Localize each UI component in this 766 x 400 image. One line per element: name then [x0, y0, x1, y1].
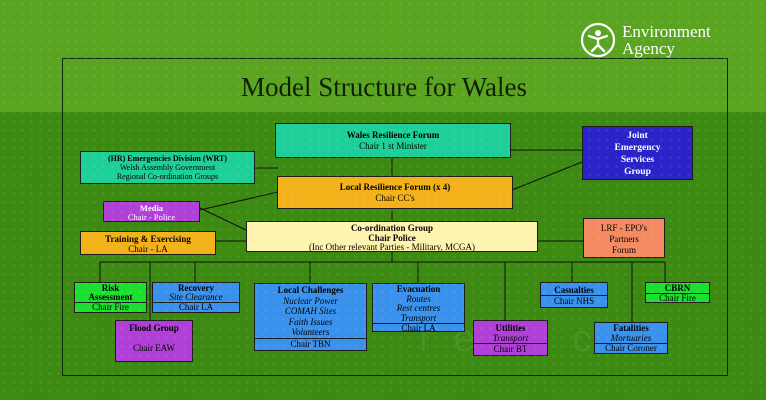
- node-title: Local Challenges: [277, 285, 344, 295]
- node-item: Transport: [400, 312, 437, 323]
- node-fatalities[interactable]: Fatalities Mortuaries Chair Coroner: [594, 322, 668, 354]
- node-line: (Inc Other relevant Parties - Military, …: [308, 242, 476, 252]
- node-line: Regional Co-ordination Groups: [116, 172, 219, 181]
- node-chair: Chair LA: [373, 323, 464, 331]
- node-title: Training & Exercising: [105, 234, 191, 244]
- node-title: Media: [139, 203, 164, 213]
- page-title: Model Structure for Wales: [240, 72, 527, 102]
- node-item: Nuclear Power: [283, 295, 338, 306]
- node-title: Risk: [101, 283, 120, 293]
- node-title: Fatalities: [613, 323, 649, 333]
- node-item: Routes: [406, 293, 431, 304]
- node-line: Joint: [627, 131, 648, 141]
- node-chair: Chair NHS: [541, 295, 607, 306]
- node-chair: Chair - LA: [128, 244, 168, 254]
- node-item: Volunteers: [291, 327, 330, 337]
- node-chair: Chair - Police: [127, 212, 176, 222]
- node-chair: Chair Coroner: [595, 343, 667, 353]
- node-utilities[interactable]: Utilities Transport Chair BT: [473, 320, 548, 356]
- node-recovery[interactable]: Recovery Site Clearance Chair LA: [152, 282, 240, 313]
- node-chair: Chair Fire: [646, 293, 709, 302]
- node-title: Local Resilience Forum (x 4): [339, 182, 451, 192]
- node-title: Evacuation: [396, 284, 441, 294]
- node-lrf-epos-partners-forum[interactable]: LRF - EPO's Partners Forum: [583, 218, 665, 258]
- agency-emblem-icon: [580, 22, 616, 58]
- node-hr-emergencies-division[interactable]: (HR) Emergencies Division (WRT) Welsh As…: [80, 151, 255, 184]
- node-training-exercising[interactable]: Training & Exercising Chair - LA: [80, 231, 216, 255]
- node-title: Utilities: [495, 323, 526, 333]
- node-coordination-group[interactable]: Co-ordination Group Chair Police (Inc Ot…: [246, 221, 538, 252]
- node-item: Rest centres: [396, 303, 441, 313]
- node-local-resilience-forum[interactable]: Local Resilience Forum (x 4) Chair CC's: [277, 176, 513, 209]
- node-local-challenges[interactable]: Local Challenges Nuclear Power COMAH Sit…: [254, 283, 367, 351]
- node-item: COMAH Sites: [284, 306, 337, 316]
- node-item: Transport: [492, 333, 529, 343]
- node-risk-assessment[interactable]: Risk Assessment Chair Fire: [74, 282, 147, 313]
- node-title: Casualties: [554, 285, 594, 295]
- node-casualties[interactable]: Casualties Chair NHS: [540, 282, 608, 308]
- node-line: Emergency: [614, 143, 661, 153]
- node-item: Mortuaries: [610, 332, 652, 343]
- node-line: Services: [620, 155, 655, 165]
- node-item: Site Clearance: [169, 292, 223, 302]
- node-chair: Chair LA: [153, 302, 239, 312]
- node-chair: Chair TBN: [255, 337, 366, 350]
- node-line: Welsh Assembly Government: [119, 163, 216, 172]
- node-media[interactable]: Media Chair - Police: [103, 201, 200, 222]
- logo-text-line1: Environment: [622, 22, 711, 41]
- node-line: Group: [624, 167, 651, 177]
- node-chair: Chair CC's: [375, 193, 415, 203]
- node-chair: Chair Fire: [75, 302, 146, 312]
- node-chair: Chair Police: [368, 232, 416, 243]
- logo-text-line2: Agency: [622, 39, 675, 58]
- node-title: Wales Resilience Forum: [346, 130, 440, 140]
- node-title: CBRN: [664, 283, 691, 293]
- node-chair: Chair EAW: [132, 343, 176, 353]
- content-frame: [62, 58, 728, 376]
- node-line: LRF - EPO's: [600, 223, 648, 233]
- node-item: Faith Issues: [288, 316, 333, 327]
- environment-agency-logo: Environment Agency: [580, 20, 760, 60]
- node-chair: Chair BT: [474, 343, 547, 354]
- node-title: Assessment: [88, 292, 133, 302]
- node-title: Co-ordination Group: [350, 223, 434, 233]
- node-cbrn[interactable]: CBRN Chair Fire: [645, 282, 710, 303]
- node-evacuation[interactable]: Evacuation Routes Rest centres Transport…: [372, 283, 465, 332]
- node-joint-emergency-services-group[interactable]: Joint Emergency Services Group: [582, 126, 693, 180]
- node-wales-resilience-forum[interactable]: Wales Resilience Forum Chair 1 st Minist…: [275, 123, 511, 158]
- node-line: Partners: [609, 234, 639, 244]
- node-flood-group[interactable]: Flood Group Chair EAW: [115, 320, 193, 362]
- node-line: Forum: [611, 245, 636, 255]
- node-title: Flood Group: [129, 323, 179, 333]
- node-chair: Chair 1 st Minister: [359, 141, 427, 151]
- node-title: Recovery: [178, 283, 214, 293]
- node-title: (HR) Emergencies Division (WRT): [107, 154, 228, 163]
